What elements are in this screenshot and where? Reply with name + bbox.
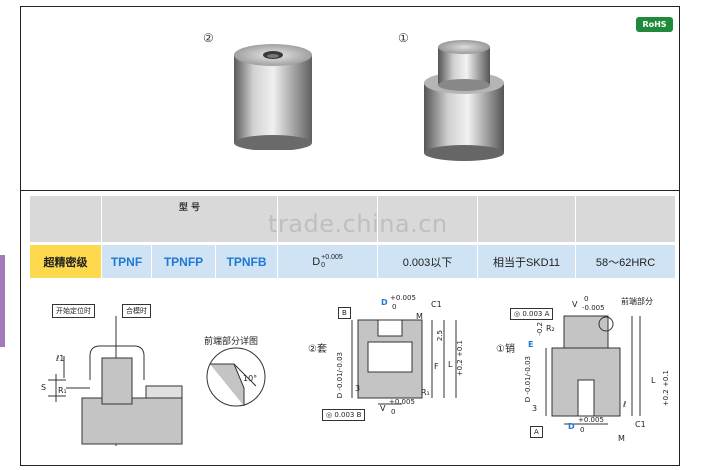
section-divider	[20, 190, 680, 191]
pin-side-tol: D -0.01/-0.03	[524, 356, 532, 403]
pin-d-tol-up: +0.005	[578, 416, 604, 424]
sleeve-d-tol-low: 0	[392, 303, 397, 311]
pin-d-tol-low: 0	[580, 426, 585, 434]
sleeve-marker: ②	[203, 31, 214, 45]
fit-start-label: 开始定位时	[52, 304, 95, 318]
rohs-badge: RoHS	[636, 17, 673, 32]
sleeve-r1: R₁	[421, 388, 430, 397]
spec-header-cell	[478, 196, 576, 242]
fit-s-label: S	[41, 383, 47, 392]
fit-r1-label: R₁	[58, 386, 67, 395]
tolerance-lower: 0	[321, 261, 326, 269]
pin-c1: C1	[635, 420, 646, 429]
type-tpnfp[interactable]: TPNFP	[152, 245, 216, 278]
precision-cell: 0.003以下	[378, 245, 478, 278]
detail-title: 前端部分详图	[204, 337, 259, 347]
sleeve-tol-frame: ◎ 0.003 B	[322, 409, 366, 421]
sleeve-25: 2.5	[436, 330, 444, 342]
pin-d-label: D	[568, 422, 575, 431]
grade-cell: 超精密级	[30, 245, 102, 278]
side-tab	[0, 255, 5, 347]
fit-diagram	[48, 316, 183, 446]
spec-header-type: 型 号	[102, 196, 278, 242]
pin-v-tol-low: -0.005	[582, 304, 605, 312]
sleeve-drawing	[351, 319, 457, 405]
pin-tol-frame: ◎ 0.003 A	[510, 308, 554, 320]
pin-l: L	[651, 376, 656, 385]
pin-ref-a: A	[530, 426, 543, 438]
detail-angle: 10°	[243, 374, 258, 383]
fit-closed-label: 合模时	[122, 304, 151, 318]
sleeve-f: F	[434, 362, 439, 371]
spec-header-cell	[30, 196, 102, 242]
pin-v: V	[572, 300, 578, 309]
spec-header-cell	[378, 196, 478, 242]
pin-e: E	[528, 340, 534, 349]
sleeve-ref-b: B	[338, 307, 351, 319]
sleeve-c1: C1	[431, 300, 442, 309]
sleeve-photo	[234, 44, 312, 150]
pin-drawing	[545, 315, 641, 425]
spec-header-cell	[278, 196, 378, 242]
sleeve-m: M	[416, 312, 423, 321]
pin-m: M	[618, 434, 625, 443]
fit-l1-label: ℓ1	[56, 354, 65, 363]
pin-v-tol-up: 0	[584, 295, 589, 303]
pin-l-tol: +0.2 +0.1	[662, 370, 670, 407]
pin-photo	[424, 40, 504, 161]
sleeve-v: V	[380, 404, 386, 413]
sleeve-title: ②套	[308, 344, 327, 355]
pin-ell: ℓ	[623, 400, 627, 409]
spec-header-cell	[576, 196, 676, 242]
content-frame	[20, 6, 680, 466]
sleeve-d-tol-up: +0.005	[390, 294, 416, 302]
spec-table: 型 号 超精密级 TPNF TPNFP TPNFB D +0.005 0 0.0…	[30, 196, 676, 282]
tolerance-base: D	[312, 255, 321, 268]
pin-3: 3	[532, 404, 538, 413]
sleeve-d-label: D	[381, 298, 388, 307]
material-cell: 相当于SKD11	[478, 245, 576, 278]
pin-marker: ①	[398, 31, 409, 45]
sleeve-v-tol-low: 0	[391, 408, 396, 416]
sleeve-v-tol-up: +0.005	[389, 398, 415, 406]
tolerance-upper: +0.005	[321, 253, 343, 261]
sleeve-l: L	[448, 360, 453, 369]
tolerance-cell: D +0.005 0	[278, 245, 378, 278]
type-tpnf[interactable]: TPNF	[102, 245, 152, 278]
type-tpnfb[interactable]: TPNFB	[216, 245, 278, 278]
sleeve-3: 3	[355, 384, 361, 393]
pin-front-label: 前端部分	[621, 297, 653, 306]
sleeve-side-tol: D -0.01/-0.03	[336, 352, 344, 399]
watermark: trade.china.cn	[268, 210, 448, 238]
detail-diagram	[206, 347, 266, 407]
hardness-cell: 58～62HRC	[576, 245, 676, 278]
sleeve-l-tol: +0.2 +0.1	[456, 340, 464, 377]
pin-title: ①销	[496, 344, 515, 355]
pin-r2: R₂	[546, 324, 555, 333]
